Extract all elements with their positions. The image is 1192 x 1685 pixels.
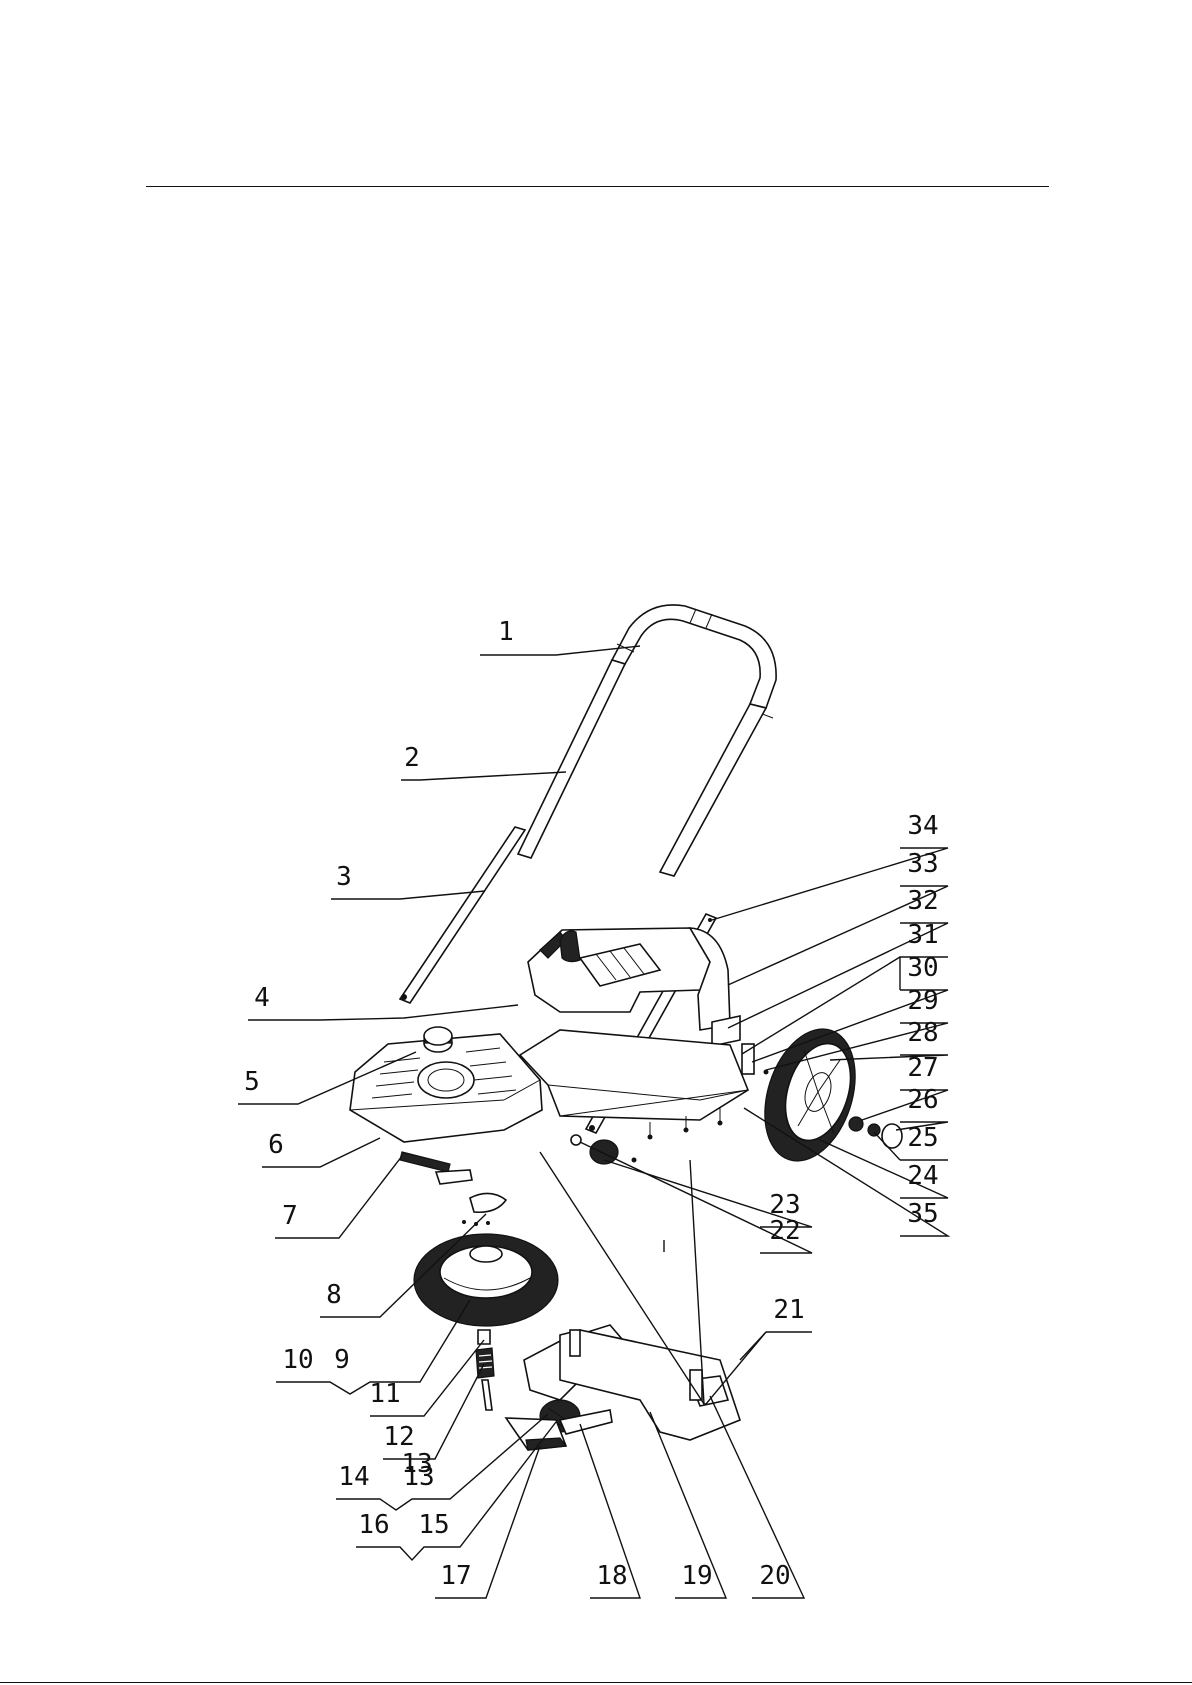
callout-16: 16: [358, 1510, 389, 1540]
callout-33: 33: [907, 849, 938, 879]
callout-27: 27: [907, 1053, 938, 1083]
callout-22: 22: [769, 1216, 800, 1246]
callout-23: 23: [769, 1190, 800, 1220]
callout-25: 25: [907, 1123, 938, 1153]
callout-20: 20: [759, 1561, 790, 1591]
callout-30: 30: [907, 953, 938, 983]
callout-10: 10: [282, 1345, 313, 1375]
callout-6: 6: [268, 1130, 284, 1160]
callout-15: 15: [418, 1510, 449, 1540]
callout-14: 14: [338, 1462, 369, 1492]
callout-1: 1: [498, 617, 514, 647]
callout-13-lower: 13: [403, 1462, 434, 1492]
callout-19: 19: [681, 1561, 712, 1591]
callout-3: 3: [336, 862, 352, 892]
front-cover: [350, 1027, 542, 1142]
callout-7: 7: [282, 1201, 298, 1231]
callout-18: 18: [596, 1561, 627, 1591]
callout-21: 21: [773, 1295, 804, 1325]
callout-32: 32: [907, 886, 938, 916]
callout-2: 2: [404, 743, 420, 773]
callout-12: 12: [383, 1422, 414, 1452]
callout-34: 34: [907, 811, 938, 841]
footer-rule: [0, 1682, 1192, 1683]
chassis-frame: [520, 1030, 748, 1163]
base-assembly: [506, 1325, 740, 1450]
callout-24: 24: [907, 1161, 938, 1191]
callout-4: 4: [254, 983, 270, 1013]
callout-29: 29: [907, 986, 938, 1016]
hopper-body: [528, 928, 740, 1046]
callout-8: 8: [326, 1280, 342, 1310]
callout-31: 31: [907, 920, 938, 950]
callout-9: 9: [334, 1345, 350, 1375]
callout-17: 17: [440, 1561, 471, 1591]
callout-28: 28: [907, 1018, 938, 1048]
callout-11: 11: [369, 1379, 400, 1409]
callout-5: 5: [244, 1067, 260, 1097]
callout-35: 35: [907, 1199, 938, 1229]
callout-26: 26: [907, 1085, 938, 1115]
